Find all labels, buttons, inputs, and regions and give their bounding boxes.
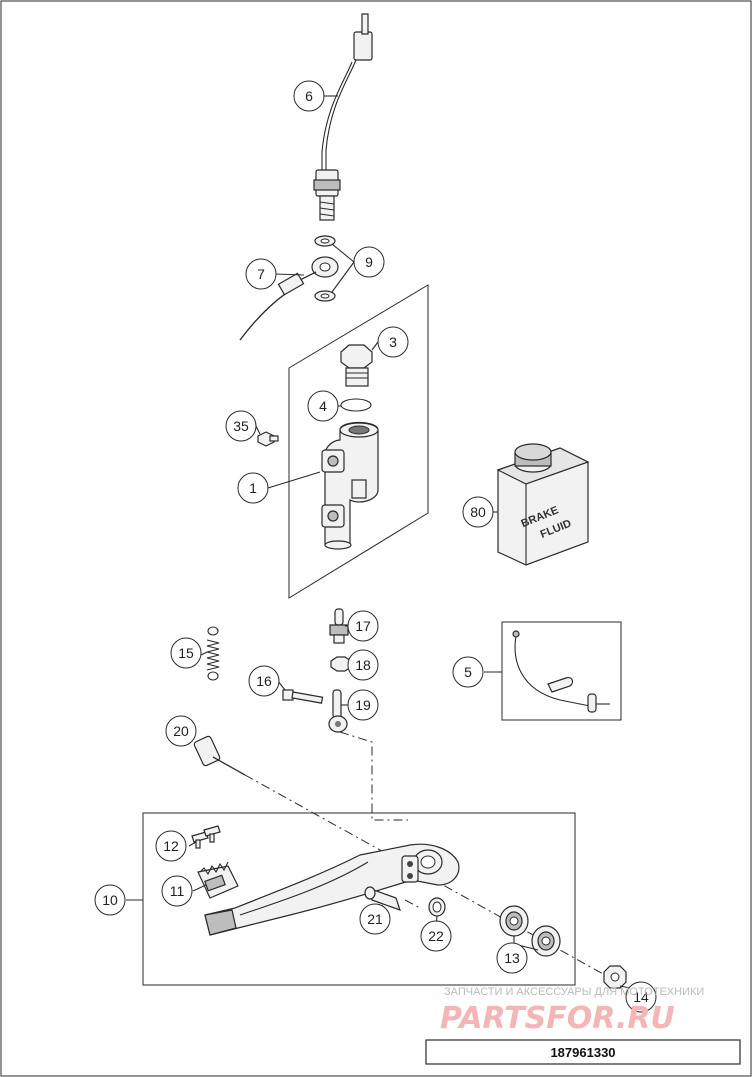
sealing-washers	[314, 235, 336, 302]
bushing	[364, 886, 401, 911]
brake-fluid-can: BRAKE FLUID	[496, 443, 590, 566]
callout-7-label: 7	[257, 266, 265, 282]
clevis	[328, 689, 348, 733]
part-number: 187961330	[550, 1045, 615, 1060]
hose-clamp-group-frame	[501, 621, 622, 721]
callout-18: 20	[165, 715, 197, 747]
callout-3-label: 3	[389, 334, 397, 350]
master-cylinder	[321, 421, 379, 550]
callout-12: 12	[155, 830, 187, 862]
callout-9: 9	[353, 246, 385, 278]
screw	[257, 431, 279, 447]
callout-13: 15	[170, 637, 202, 669]
callout-14: 16	[248, 665, 280, 697]
callout-21-label: 13	[504, 950, 520, 966]
callout-16-label: 18	[355, 657, 371, 673]
reservoir-plug	[340, 344, 373, 387]
part-number-box	[425, 1039, 741, 1065]
callout-6: 6	[293, 80, 325, 112]
callout-1-label: 1	[249, 480, 257, 496]
callout-16: 18	[347, 649, 379, 681]
callout-10-label: 10	[102, 892, 118, 908]
callout-21: 13	[496, 942, 528, 974]
callout-22: 14	[625, 981, 657, 1013]
brake-pedal-group-frame	[142, 812, 576, 986]
callout-35-label: 35	[233, 418, 249, 434]
callout-13-label: 15	[178, 645, 194, 661]
callout-20-label: 22	[428, 928, 444, 944]
callout-80: 80	[462, 496, 494, 528]
o-ring	[340, 398, 372, 412]
callout-35: 35	[225, 410, 257, 442]
callout-4-label: 4	[319, 398, 327, 414]
return-spring	[206, 626, 220, 681]
callout-15: 17	[347, 610, 379, 642]
callout-19-label: 21	[367, 911, 383, 927]
spacer-washer	[428, 897, 446, 917]
brake-light-switch	[313, 13, 373, 221]
callout-9-label: 9	[365, 254, 373, 270]
bearings	[499, 905, 561, 957]
pushrod	[329, 608, 349, 644]
rivets	[191, 825, 221, 849]
pedal-step-tip	[197, 861, 239, 899]
callout-3: 3	[377, 326, 409, 358]
callout-7: 7	[245, 258, 277, 290]
callout-17: 19	[347, 689, 379, 721]
callout-11: 11	[161, 875, 193, 907]
brake-hose	[239, 256, 339, 341]
hose-with-clamp	[512, 630, 610, 713]
pivot-bolt	[193, 735, 246, 776]
callout-19: 21	[359, 903, 391, 935]
watermark-tagline: ЗАПЧАСТИ И АКСЕССУАРЫ ДЛЯ МОТОТЕХНИКИ	[444, 986, 704, 998]
watermark-brand: PARTSFOR.RU	[440, 1001, 675, 1036]
callout-12-label: 12	[163, 838, 179, 854]
callout-4: 4	[307, 390, 339, 422]
callout-14-label: 16	[256, 673, 272, 689]
brake-pedal	[204, 843, 460, 936]
pushrod-axis-line	[339, 731, 408, 821]
bushing-axis-line	[404, 899, 421, 909]
callout-80-label: 80	[470, 504, 486, 520]
callout-6-label: 6	[305, 88, 313, 104]
callout-22-label: 14	[633, 989, 649, 1005]
callout-15-label: 17	[355, 618, 371, 634]
callout-18-label: 20	[173, 723, 189, 739]
callout-5-label: 5	[464, 664, 472, 680]
callout-1: 1	[237, 472, 269, 504]
callout-20: 22	[420, 920, 452, 952]
master-cylinder-group-frame	[288, 284, 429, 599]
callout-11-label: 11	[170, 883, 185, 899]
pivot-nut	[603, 965, 627, 989]
callout-5: 5	[452, 656, 484, 688]
bolt	[282, 689, 324, 704]
callout-17-label: 19	[355, 697, 371, 713]
callout-10: 10	[94, 884, 126, 916]
